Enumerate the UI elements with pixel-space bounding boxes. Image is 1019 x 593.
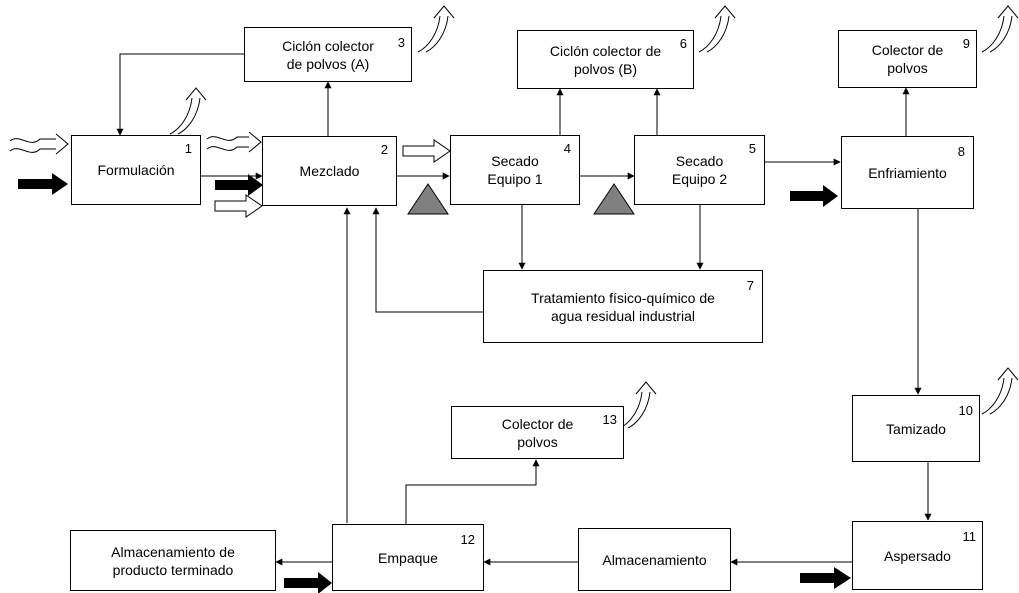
emission-arrow-tamizado: [981, 367, 1019, 415]
box-tratamiento-number: 7: [746, 278, 754, 293]
box-ciclon-b: Ciclón colector de polvos (B) 6: [517, 30, 694, 89]
box-tratamiento-label: Tratamiento físico-químico de agua resid…: [531, 289, 715, 324]
box-empaque: Empaque 12: [332, 524, 484, 591]
box-secado-1: Secado Equipo 1 4: [450, 135, 580, 205]
emission-arrow-ciclon-a: [417, 5, 455, 53]
input-arrow-black-empaque: [284, 572, 332, 593]
emission-arrow-ciclon-b: [698, 5, 736, 53]
wavy-input-arrow-mezclado: [206, 131, 262, 153]
waste-triangle-mezclado: [407, 183, 449, 215]
box-almacenamiento-pt: Almacenamiento de producto terminado: [70, 530, 276, 591]
box-aspersado-number: 11: [962, 529, 977, 544]
input-arrow-white-secado1: [402, 139, 451, 163]
box-secado-2: Secado Equipo 2 5: [634, 135, 765, 205]
box-colector-9: Colector de polvos 9: [838, 30, 977, 88]
box-formulacion-label: Formulación: [97, 162, 175, 178]
input-arrow-black-enfriamiento: [790, 185, 838, 207]
box-almacenamiento-label: Almacenamiento: [602, 551, 707, 568]
box-almacenamiento: Almacenamiento: [578, 528, 731, 591]
input-arrow-black-aspersado: [800, 567, 851, 589]
box-enfriamiento-label: Enfriamiento: [868, 164, 947, 181]
box-colector-9-number: 9: [962, 36, 970, 51]
box-mezclado-label: Mezclado: [299, 163, 360, 179]
box-ciclon-a-number: 3: [397, 35, 405, 50]
box-secado-1-number: 4: [563, 141, 571, 156]
box-enfriamiento: Enfriamiento 8: [841, 136, 974, 209]
box-secado-2-number: 5: [748, 141, 756, 156]
input-arrow-black-formulacion: [18, 173, 68, 195]
input-arrow-black-mezclado: [215, 174, 263, 196]
box-ciclon-b-number: 6: [679, 36, 687, 51]
flow-arrow-tratamiento-mezclado: [372, 207, 483, 313]
flow-arrow-empaque-colector13: [405, 459, 540, 524]
box-formulacion: Formulación 1: [71, 135, 201, 205]
input-arrow-white-mezclado: [214, 194, 263, 218]
box-aspersado-label: Aspersado: [884, 547, 951, 564]
box-mezclado-number: 2: [380, 142, 388, 157]
box-colector-13: Colector de polvos 13: [451, 406, 624, 459]
box-secado-2-label: Secado Equipo 2: [671, 153, 728, 187]
waste-triangle-secado1: [593, 183, 635, 215]
emission-arrow-colector13: [619, 381, 657, 429]
box-ciclon-a: Ciclón colector de polvos (A) 3: [244, 27, 412, 82]
box-aspersado: Aspersado 11: [852, 521, 983, 590]
box-colector-13-label: Colector de polvos: [501, 415, 574, 450]
flow-arrow-ciclon-a-formulacion: [116, 53, 244, 136]
box-ciclon-a-label: Ciclón colector de polvos (A): [282, 37, 374, 72]
box-formulacion-number: 1: [184, 141, 192, 156]
box-secado-1-label: Secado Equipo 1: [487, 153, 543, 187]
box-mezclado: Mezclado 2: [262, 136, 397, 206]
box-ciclon-b-label: Ciclón colector de polvos (B): [549, 42, 662, 77]
box-tamizado: Tamizado 10: [852, 395, 980, 462]
box-empaque-label: Empaque: [378, 549, 438, 566]
emission-arrow-colector9: [981, 5, 1019, 53]
box-tamizado-label: Tamizado: [886, 420, 946, 437]
box-enfriamiento-number: 8: [957, 144, 965, 159]
wavy-input-arrow-formulacion: [9, 133, 69, 155]
box-tamizado-number: 10: [958, 403, 973, 418]
box-almacenamiento-pt-label: Almacenamiento de producto terminado: [111, 543, 235, 578]
box-empaque-number: 12: [460, 532, 475, 547]
box-colector-9-label: Colector de polvos: [871, 42, 944, 76]
box-tratamiento: Tratamiento físico-químico de agua resid…: [483, 270, 763, 343]
box-colector-13-number: 13: [602, 412, 617, 427]
emission-arrow-formulacion: [169, 87, 207, 135]
